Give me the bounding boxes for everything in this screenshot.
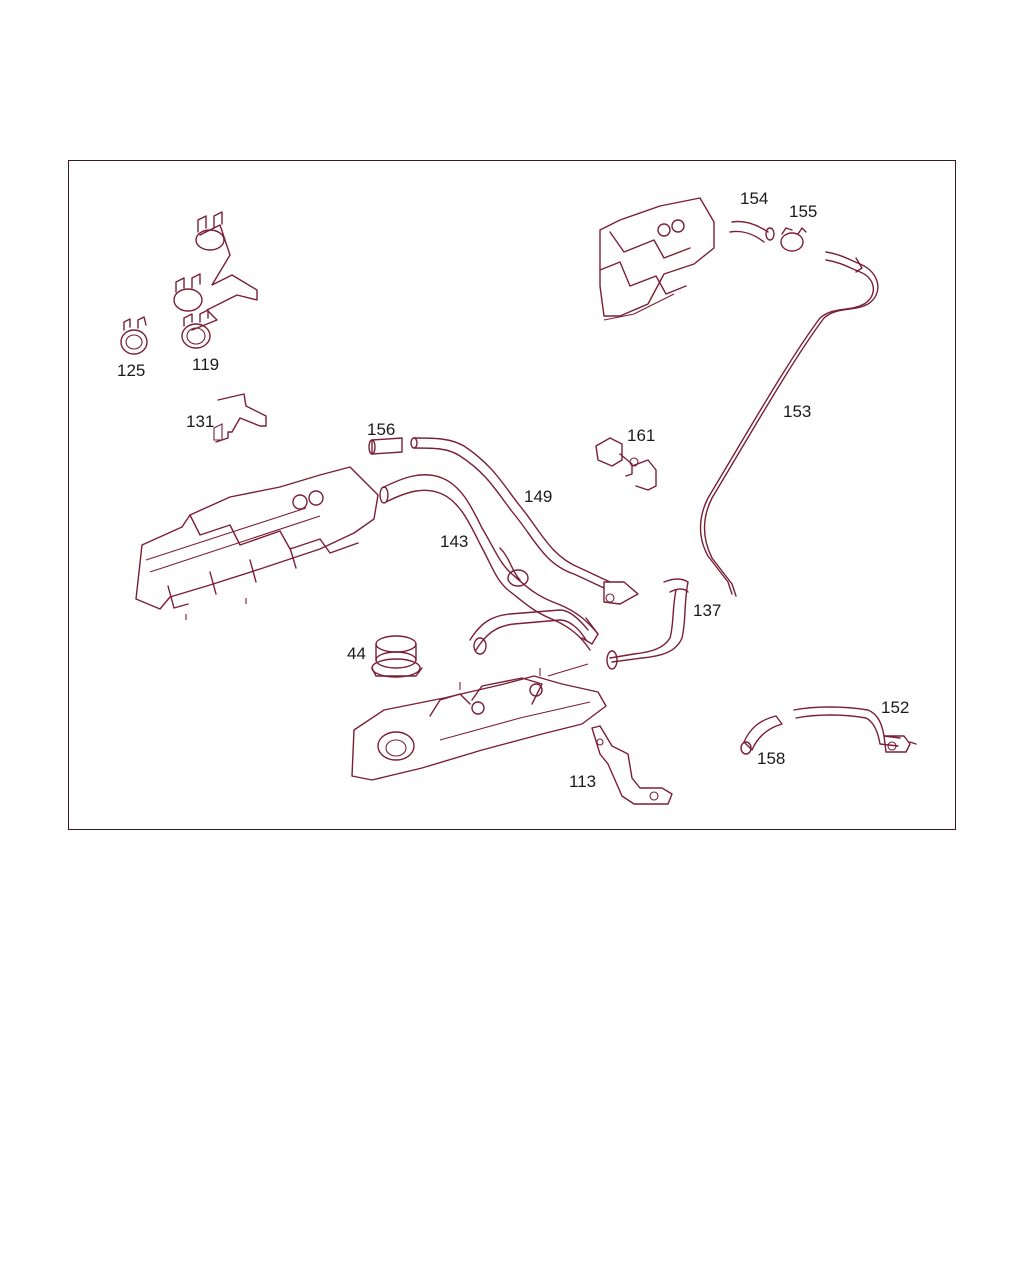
part-label-119: 119 bbox=[192, 355, 220, 374]
part-label-113: 113 bbox=[569, 772, 597, 791]
part-cylinder-head-cover-right[interactable] bbox=[599, 197, 715, 321]
part-158-hose[interactable] bbox=[740, 715, 783, 755]
part-137-hose[interactable] bbox=[606, 578, 689, 670]
part-143-hose[interactable] bbox=[379, 474, 599, 655]
part-label-153: 153 bbox=[783, 402, 812, 421]
part-label-125: 125 bbox=[117, 361, 146, 380]
part-149-hose[interactable] bbox=[410, 437, 639, 605]
part-label-155: 155 bbox=[789, 202, 818, 221]
part-label-137: 137 bbox=[693, 601, 722, 620]
part-fuel-rail-assembly[interactable] bbox=[351, 663, 607, 781]
part-155-clamp[interactable] bbox=[780, 227, 807, 252]
part-cylinder-head-cover-left[interactable] bbox=[135, 466, 379, 620]
part-154-hose[interactable] bbox=[729, 220, 775, 243]
part-131-bracket[interactable] bbox=[213, 393, 267, 443]
part-44-seal[interactable] bbox=[371, 635, 423, 678]
part-119-clamp-stack[interactable] bbox=[173, 211, 258, 349]
part-113-bracket[interactable] bbox=[591, 725, 673, 805]
part-156-sleeve[interactable] bbox=[368, 437, 403, 455]
part-label-143: 143 bbox=[440, 532, 469, 551]
part-label-161: 161 bbox=[627, 426, 656, 445]
diagram-frame bbox=[68, 160, 956, 830]
part-label-156: 156 bbox=[367, 420, 396, 439]
part-label-131: 131 bbox=[186, 412, 215, 431]
part-125-clamp[interactable] bbox=[120, 316, 148, 355]
part-161-clips[interactable] bbox=[595, 437, 657, 491]
part-label-44: 44 bbox=[347, 644, 366, 663]
part-label-152: 152 bbox=[881, 698, 910, 717]
part-label-158: 158 bbox=[757, 749, 786, 768]
part-label-154: 154 bbox=[740, 189, 769, 208]
part-label-149: 149 bbox=[524, 487, 553, 506]
part-152-pipe[interactable] bbox=[793, 706, 917, 753]
part-153-pipe[interactable] bbox=[699, 251, 879, 597]
